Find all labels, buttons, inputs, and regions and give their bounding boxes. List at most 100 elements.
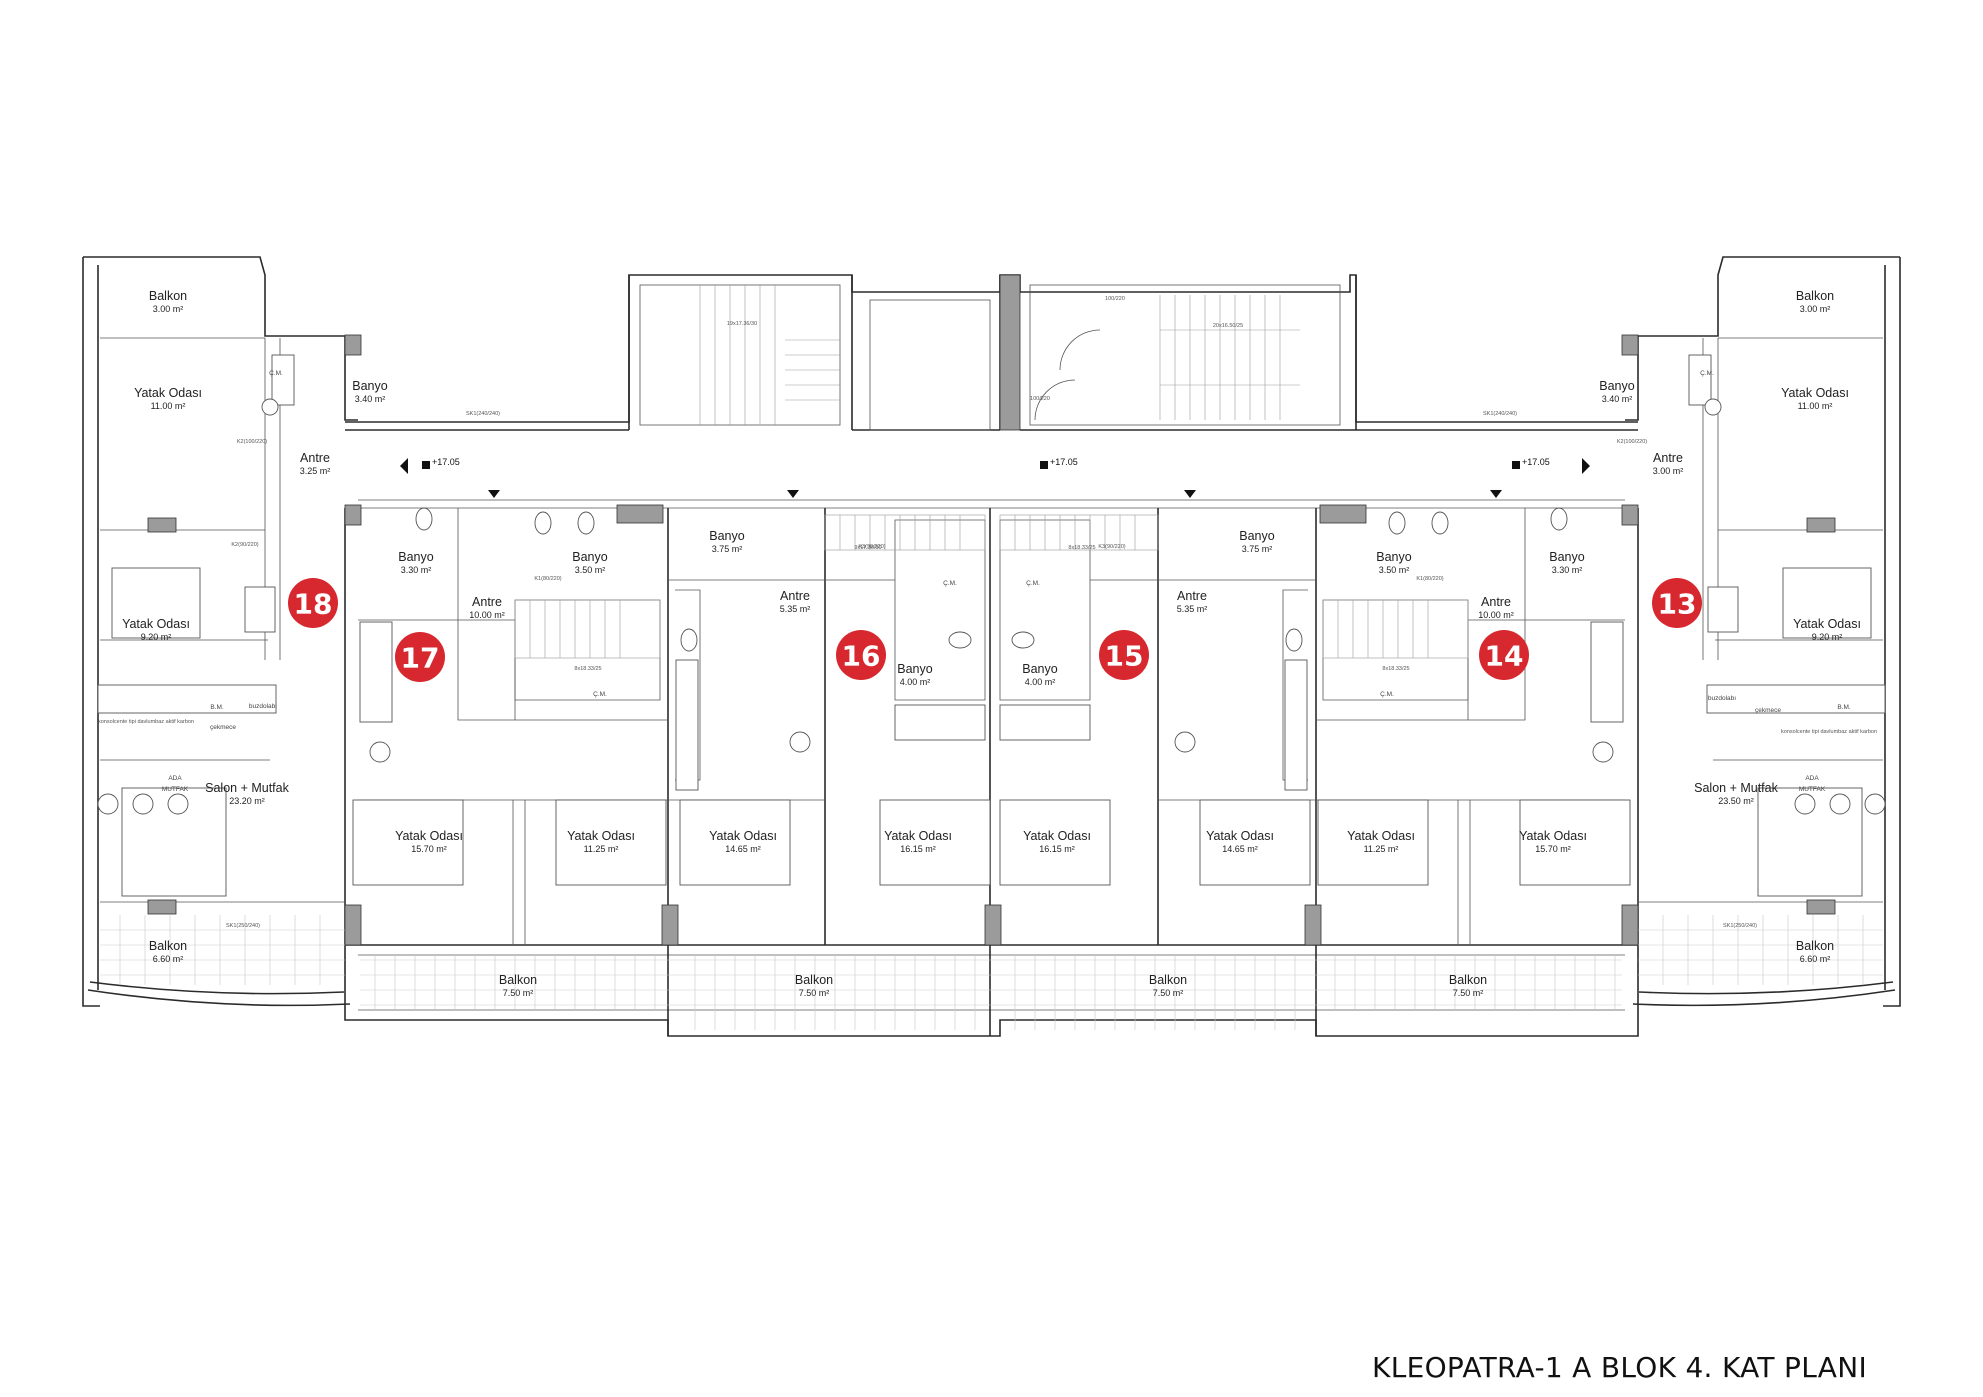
fixture-hood: konsolcente tipi davlumbaz aktif karbon — [98, 719, 194, 725]
room-name: Yatak Odası — [884, 829, 952, 843]
fixture-bm: B.M. — [1837, 704, 1851, 711]
room-name: Banyo — [572, 550, 607, 564]
unit-badge-circle — [1099, 630, 1149, 680]
door-tag: K2(100/220) — [1617, 439, 1647, 445]
room-name: Balkon — [795, 973, 833, 987]
room-area: 16.15 m² — [900, 844, 936, 854]
room-name: Balkon — [1449, 973, 1487, 987]
room-name: Yatak Odası — [567, 829, 635, 843]
room-area: 3.50 m² — [575, 565, 606, 575]
room-name: Banyo — [1549, 550, 1584, 564]
unit-number: 18 — [294, 588, 333, 621]
room-area: 3.00 m² — [153, 304, 184, 314]
room-name: Banyo — [352, 379, 387, 393]
room-name: Yatak Odası — [122, 617, 190, 631]
door-tag: K3(90/220) — [858, 544, 885, 550]
room-area: 6.60 m² — [153, 954, 184, 964]
room-area: 11.25 m² — [1364, 844, 1399, 854]
unit-number: 16 — [842, 640, 881, 673]
room-area: 5.35 m² — [780, 604, 811, 614]
stair-tag: 8x18.33/25 — [1382, 666, 1409, 672]
room-area: 10.00 m² — [469, 610, 505, 620]
room-area: 3.00 m² — [1800, 304, 1831, 314]
room-name: Yatak Odası — [1781, 386, 1849, 400]
unit-number: 13 — [1658, 588, 1697, 621]
room-area: 14.65 m² — [725, 844, 761, 854]
stair-tag: 8x18.33/25 — [1068, 545, 1095, 551]
entry-arrow-icon — [1490, 490, 1502, 498]
room-area: 4.00 m² — [1025, 677, 1056, 687]
door-tag: 100/220 — [1030, 396, 1050, 402]
fixture-cekmece: çekmece — [1755, 707, 1781, 714]
room-area: 6.60 m² — [1800, 954, 1831, 964]
room-area: 9.20 m² — [141, 632, 172, 642]
room-name: Banyo — [1022, 662, 1057, 676]
unit-badge: 13 — [1652, 578, 1702, 628]
door-tag: K2(100/220) — [237, 439, 267, 445]
room-name: Yatak Odası — [1793, 617, 1861, 631]
room-name: Antre — [780, 589, 810, 603]
door-tag: K2(90/220) — [231, 542, 258, 548]
room-name: Yatak Odası — [1347, 829, 1415, 843]
stair-tag: 9x17.36/30 — [854, 545, 881, 551]
room-name: Balkon — [1796, 289, 1834, 303]
room-area: 11.00 m² — [1798, 401, 1833, 411]
room-name: Banyo — [398, 550, 433, 564]
room-name: Banyo — [709, 529, 744, 543]
unit-badge: 18 — [288, 578, 338, 628]
furniture — [97, 354, 1886, 897]
unit-number: 14 — [1485, 640, 1524, 673]
room-area: 15.70 m² — [411, 844, 447, 854]
room-name: Banyo — [897, 662, 932, 676]
room-area: 10.00 m² — [1478, 610, 1514, 620]
unit-badge-circle — [1479, 630, 1529, 680]
room-name: Banyo — [1599, 379, 1634, 393]
entry-arrow-icon — [787, 490, 799, 498]
room-name: Antre — [1177, 589, 1207, 603]
unit-number: 15 — [1105, 640, 1144, 673]
door-tag: SK1(240/240) — [1483, 411, 1517, 417]
elevation-markers: +17.05 +17.05 +17.05 — [400, 457, 1590, 498]
elevation-label: +17.05 — [1050, 457, 1078, 467]
door-tag: K1(80/220) — [534, 576, 561, 582]
room-area: 4.00 m² — [900, 677, 931, 687]
room-name: Banyo — [1239, 529, 1274, 543]
room-name: Salon + Mutfak — [205, 781, 289, 795]
unit-number: 17 — [401, 642, 440, 675]
stairs — [514, 284, 1469, 659]
room-name: Balkon — [149, 289, 187, 303]
door-tag: SK1(250/240) — [226, 923, 260, 929]
room-name: Yatak Odası — [395, 829, 463, 843]
unit-badge: 15 — [1099, 630, 1149, 680]
room-area: 14.65 m² — [1222, 844, 1258, 854]
room-name: Balkon — [1149, 973, 1187, 987]
stair-tag: 19x17.36/30 — [727, 321, 757, 327]
door-tag: SK1(240/240) — [466, 411, 500, 417]
entry-arrow-icon — [400, 458, 408, 474]
room-area: 3.30 m² — [401, 565, 432, 575]
unit-badges: 18 17 16 15 14 13 — [288, 578, 1702, 682]
room-name: Yatak Odası — [1206, 829, 1274, 843]
door-tag: SK1(250/240) — [1723, 923, 1757, 929]
room-name: Balkon — [149, 939, 187, 953]
elevation-label: +17.05 — [1522, 457, 1550, 467]
room-area: 9.20 m² — [1812, 632, 1843, 642]
annotations: SK1(240/240) SK1(240/240) K2(100/220) K2… — [98, 296, 1877, 929]
room-name: Antre — [1481, 595, 1511, 609]
room-name: Yatak Odası — [709, 829, 777, 843]
room-name: Balkon — [1796, 939, 1834, 953]
stair-tag: 8x18.33/25 — [574, 666, 601, 672]
door-tag: K3(90/220) — [1098, 544, 1125, 550]
unit-badge: 17 — [395, 632, 445, 682]
room-area: 3.40 m² — [1602, 394, 1633, 404]
room-area: 3.75 m² — [712, 544, 743, 554]
room-name: Banyo — [1376, 550, 1411, 564]
room-area: 11.00 m² — [151, 401, 186, 411]
columns — [147, 274, 1836, 946]
room-area: 7.50 m² — [799, 988, 830, 998]
room-area: 7.50 m² — [1153, 988, 1184, 998]
elevation-label: +17.05 — [432, 457, 460, 467]
room-area: 3.40 m² — [355, 394, 386, 404]
fixture-bm: B.M. — [210, 704, 224, 711]
